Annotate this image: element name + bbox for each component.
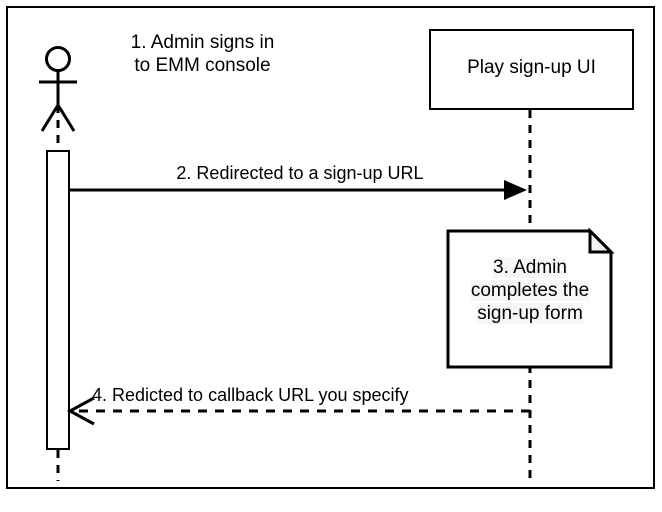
note-step-3-line-2: completes the bbox=[470, 280, 590, 302]
participant-box-play-signup-ui[interactable] bbox=[429, 29, 634, 110]
diagram-frame-border bbox=[6, 6, 655, 489]
note-step-3-line-1: 3. Admin bbox=[493, 257, 567, 278]
participant-label-play-signup-ui: Play sign-up UI bbox=[467, 57, 596, 78]
annotation-step-1-line-1: 1. Admin signs in bbox=[130, 32, 275, 53]
message-label-2: 2. Redirected to a sign-up URL bbox=[176, 163, 424, 183]
note-step-3-line-3: sign-up form bbox=[477, 303, 583, 325]
activation-bar-admin bbox=[46, 150, 70, 450]
annotation-step-1-line-2: to EMM console bbox=[134, 55, 271, 77]
message-label-4: 4. Redicted to callback URL you specify bbox=[92, 385, 409, 405]
